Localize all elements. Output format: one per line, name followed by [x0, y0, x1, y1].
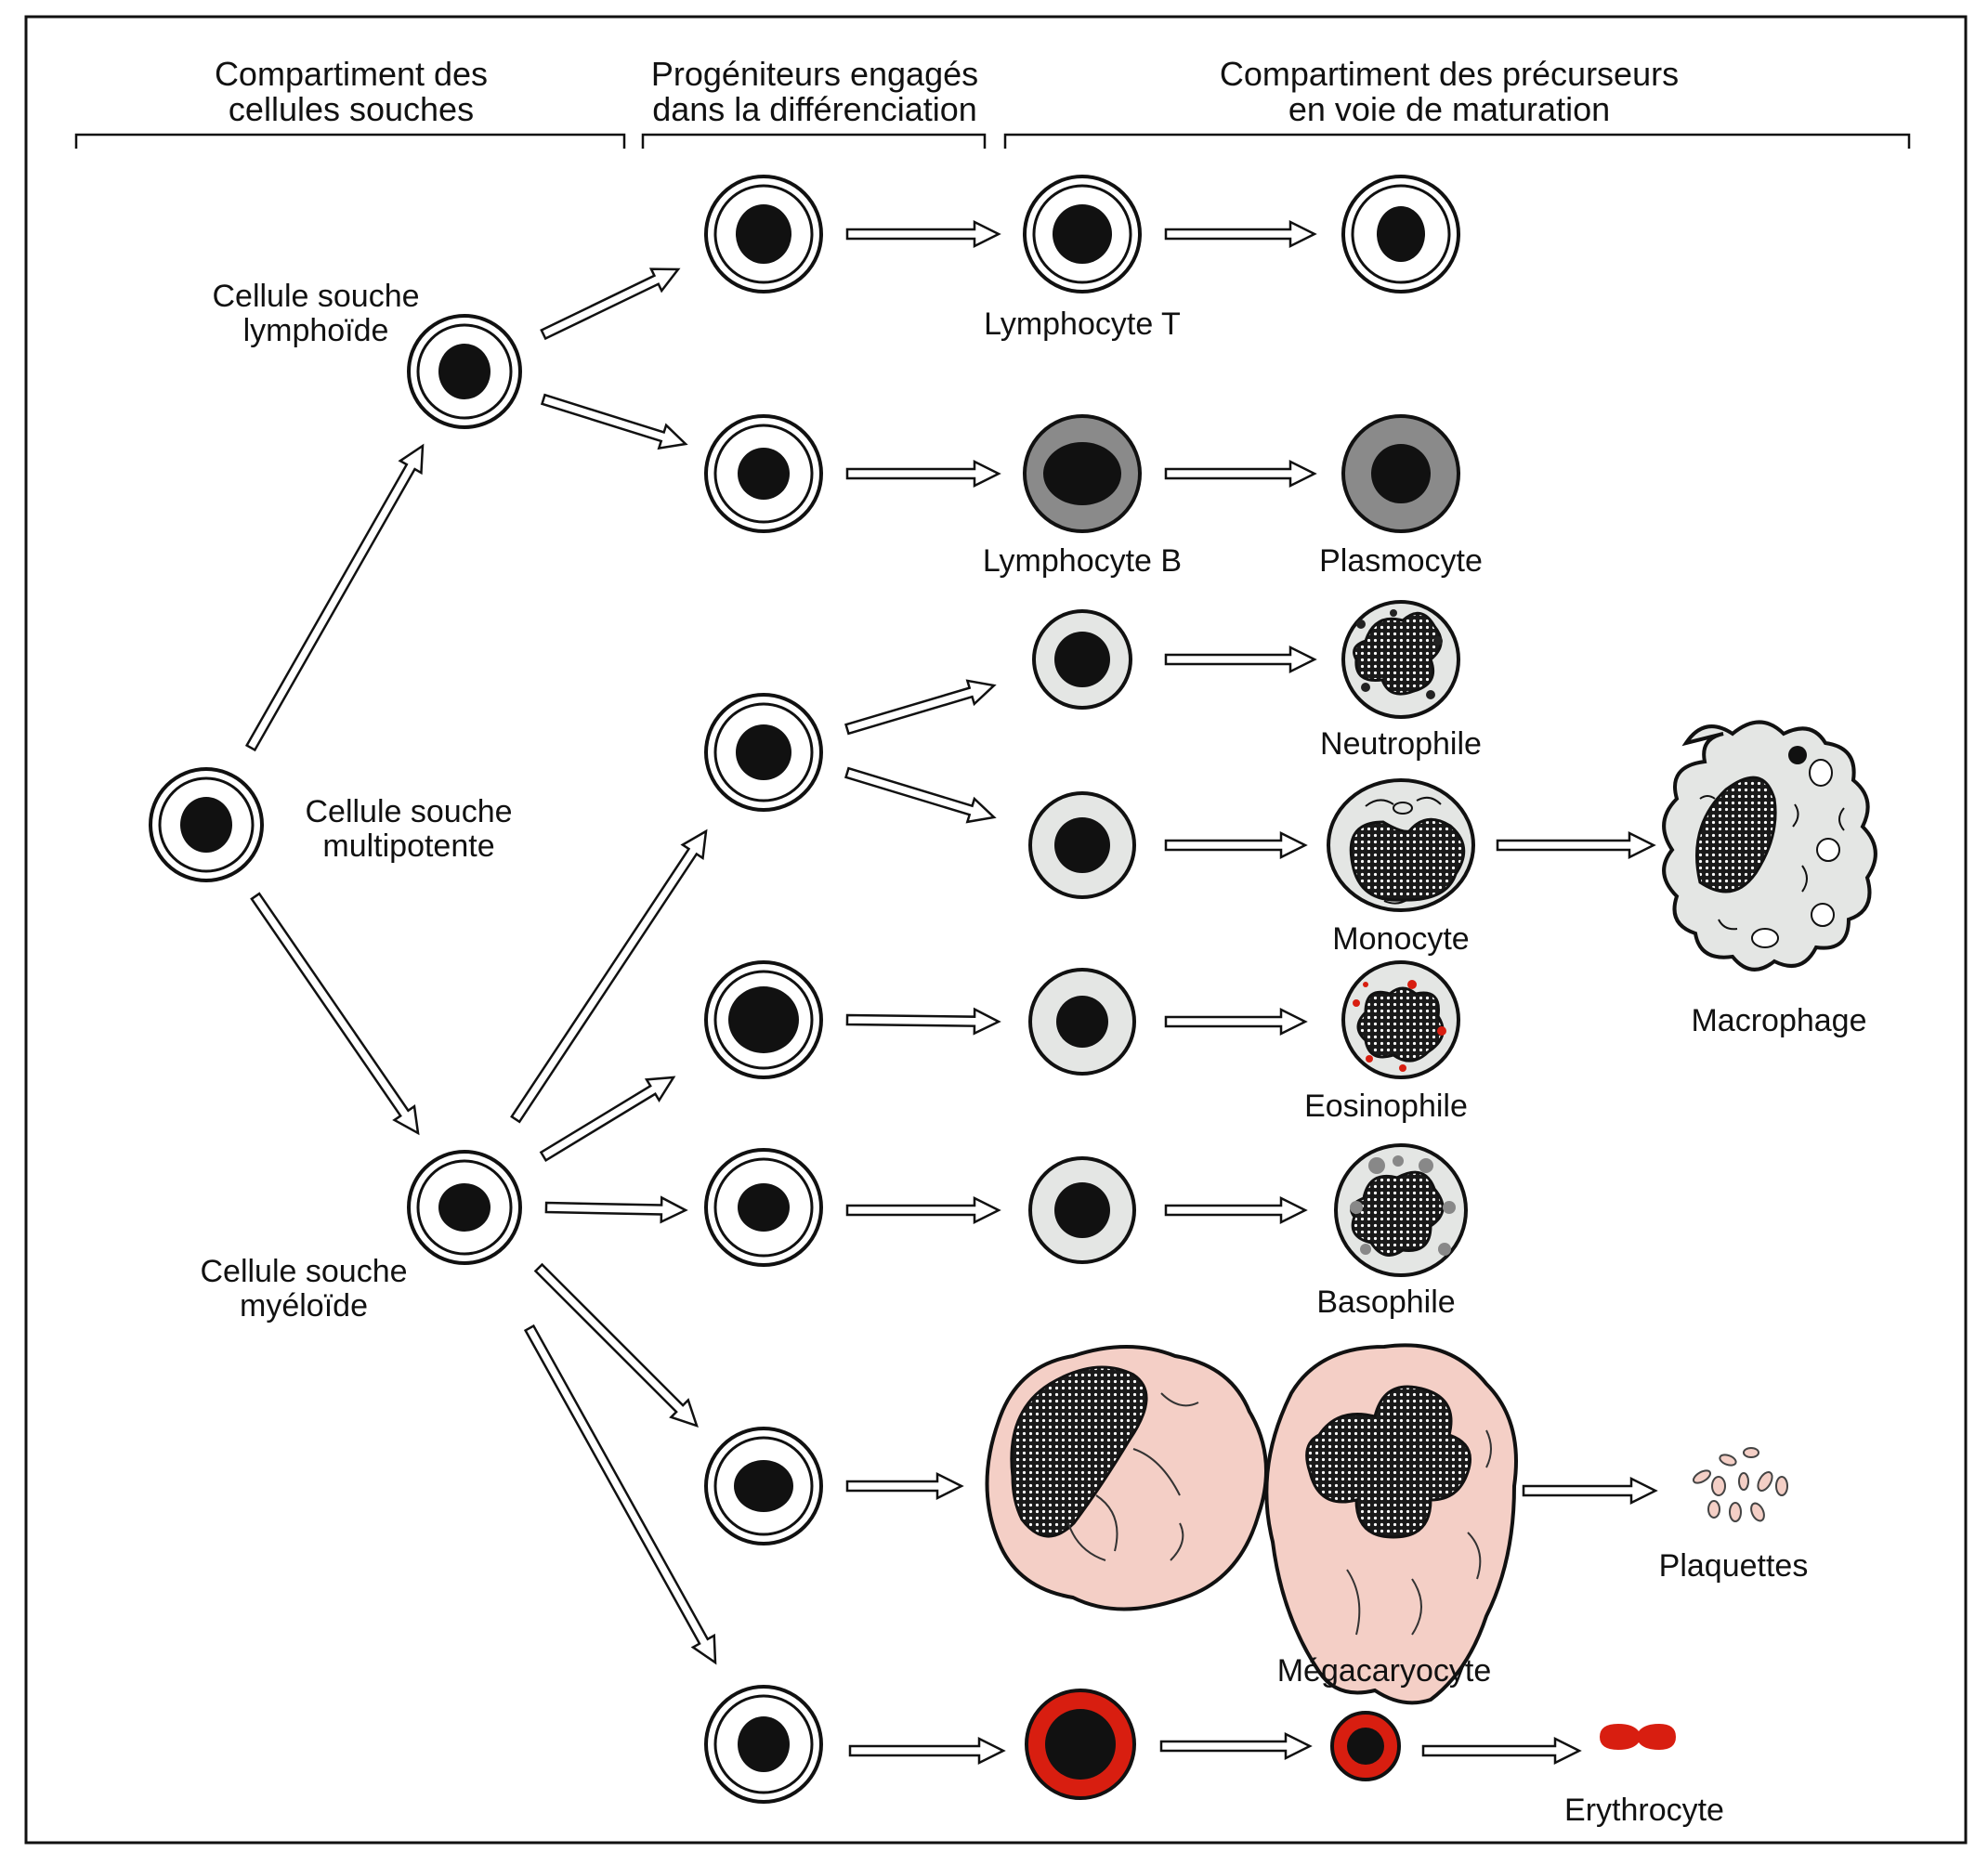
arrow-b-to-plasmocyte [1164, 459, 1317, 489]
lymphocyte-b-cell [1023, 414, 1142, 533]
label-multipotent-line2: multipotente [322, 828, 494, 864]
label-plaquettes: Plaquettes [1659, 1548, 1809, 1584]
label-myeloid-line1: Cellule souche [200, 1254, 407, 1289]
header-progenitors-line2: dans la différenciation [652, 90, 977, 128]
arrow-myeloid-to-myelo-prog [510, 828, 708, 1124]
label-basophile: Basophile [1316, 1285, 1455, 1320]
arrow-myeloid-to-mega-prog [533, 1262, 699, 1428]
lymphocyte-t-cell [1023, 175, 1142, 293]
multipotent-stem-cell [149, 767, 264, 882]
macrophage-cell [1662, 720, 1877, 972]
arrow-lymphoid-to-b [540, 393, 688, 450]
basophil-progenitor-cell [704, 1148, 823, 1267]
header-progenitors-line1: Progéniteurs engagés [651, 55, 978, 93]
header-stem-compartment: Compartiment des cellules souches [74, 55, 626, 149]
bracket-precursors [1003, 133, 1911, 149]
arrow-mono-blast-to-monocyte [1164, 830, 1308, 860]
erythroblast-cell [1025, 1689, 1136, 1800]
arrow-lymphoid-to-t [540, 267, 681, 341]
lymphoid-stem-cell [407, 314, 522, 429]
megakaryocyte-progenitor-cell [704, 1427, 823, 1545]
arrow-neutro-blast-to-neutrophile [1164, 645, 1317, 674]
arrow-eosino-blast-to-eosinophile [1164, 1007, 1308, 1037]
myeloblast-basophil-cell [1028, 1156, 1136, 1264]
label-monocyte: Monocyte [1332, 921, 1469, 957]
label-myeloid-line2: myéloïde [240, 1288, 368, 1324]
basophile-cell [1334, 1143, 1468, 1277]
figure-border [24, 15, 1968, 1845]
lymphocyte-t-mature-cell [1341, 175, 1460, 293]
myeloblast-eosinophil-cell [1028, 968, 1136, 1076]
arrow-myeloid-to-erythro-prog [523, 1324, 717, 1665]
label-neutrophile: Neutrophile [1320, 726, 1482, 762]
label-erythrocyte: Erythrocyte [1564, 1793, 1724, 1828]
header-progenitors: Progéniteurs engagés dans la différencia… [641, 55, 987, 149]
arrows-layer [244, 219, 1658, 1766]
header-precursors-line2: en voie de maturation [1288, 90, 1610, 128]
neutrophile-cell [1341, 600, 1460, 719]
arrow-myelo-prog-to-mono [844, 766, 997, 824]
label-macrophage: Macrophage [1691, 1003, 1866, 1038]
cells-layer [149, 175, 1460, 1804]
labels-layer: Cellule souche lymphoïde Cellule souche … [200, 279, 1866, 1828]
arrow-multipotent-to-lymphoid [244, 443, 425, 752]
b-progenitor-cell [704, 414, 823, 533]
label-lymphoid-stem-line2: lymphoïde [243, 313, 389, 348]
arrow-b-prog-to-b [845, 459, 1001, 489]
arrow-myelo-prog-to-neutro [844, 679, 997, 736]
eosinophil-progenitor-cell [704, 960, 823, 1079]
label-lymphocyte-t: Lymphocyte T [984, 306, 1181, 342]
myeloblast-neutrophil-cell [1032, 609, 1132, 710]
header-stem-line2: cellules souches [229, 90, 474, 128]
arrow-reticulocyte-to-erythrocyte [1421, 1736, 1582, 1766]
monocyte-cell [1327, 778, 1475, 912]
myeloid-stem-cell [407, 1150, 522, 1265]
header-precursors-line1: Compartiment des précurseurs [1220, 55, 1679, 93]
erythroid-progenitor-cell [704, 1685, 823, 1804]
arrow-t-prog-to-t [845, 219, 1001, 249]
arrow-t-to-t-mature [1164, 219, 1317, 249]
arrow-mega-prog-to-blast [845, 1471, 964, 1501]
reticulocyte-cell [1330, 1711, 1401, 1781]
eosinophile-cell [1341, 960, 1460, 1079]
erythrocyte-cell [1600, 1724, 1676, 1750]
label-megacaryocyte: Mégacaryocyte [1277, 1653, 1492, 1689]
arrow-multipotent-to-myeloid [250, 892, 420, 1136]
monoblast-cell [1028, 791, 1136, 899]
bracket-stem [74, 133, 626, 149]
arrow-erythro-prog-to-blast [848, 1736, 1006, 1766]
label-lymphoid-stem-line1: Cellule souche [212, 279, 419, 314]
arrow-megacaryocyte-to-plaquettes [1522, 1476, 1658, 1506]
label-eosinophile: Eosinophile [1304, 1089, 1468, 1124]
arrow-monocyte-to-macrophage [1496, 830, 1656, 860]
megacaryocyte-cell [1264, 1343, 1518, 1705]
label-plasmocyte: Plasmocyte [1319, 543, 1483, 579]
bracket-progenitors [641, 133, 987, 149]
arrow-baso-prog-to-blast [845, 1195, 1001, 1225]
arrow-erythroblast-to-reticulocyte [1159, 1731, 1313, 1761]
arrow-baso-blast-to-basophile [1164, 1195, 1308, 1225]
label-multipotent-line1: Cellule souche [305, 794, 512, 829]
megakaryoblast-cell [985, 1345, 1268, 1611]
plaquettes-group [1692, 1447, 1788, 1522]
t-progenitor-cell [704, 175, 823, 293]
label-lymphocyte-b: Lymphocyte B [983, 543, 1182, 579]
header-precursors: Compartiment des précurseurs en voie de … [1003, 55, 1911, 149]
arrow-myeloid-to-baso-prog [544, 1195, 688, 1224]
myelomonocytic-progenitor-cell [704, 693, 823, 812]
plasmocyte-cell [1341, 414, 1460, 533]
arrow-eosino-prog-to-blast [845, 1007, 1001, 1036]
arrow-myeloid-to-eosino-prog [539, 1076, 676, 1162]
header-stem-line1: Compartiment des [215, 55, 488, 93]
